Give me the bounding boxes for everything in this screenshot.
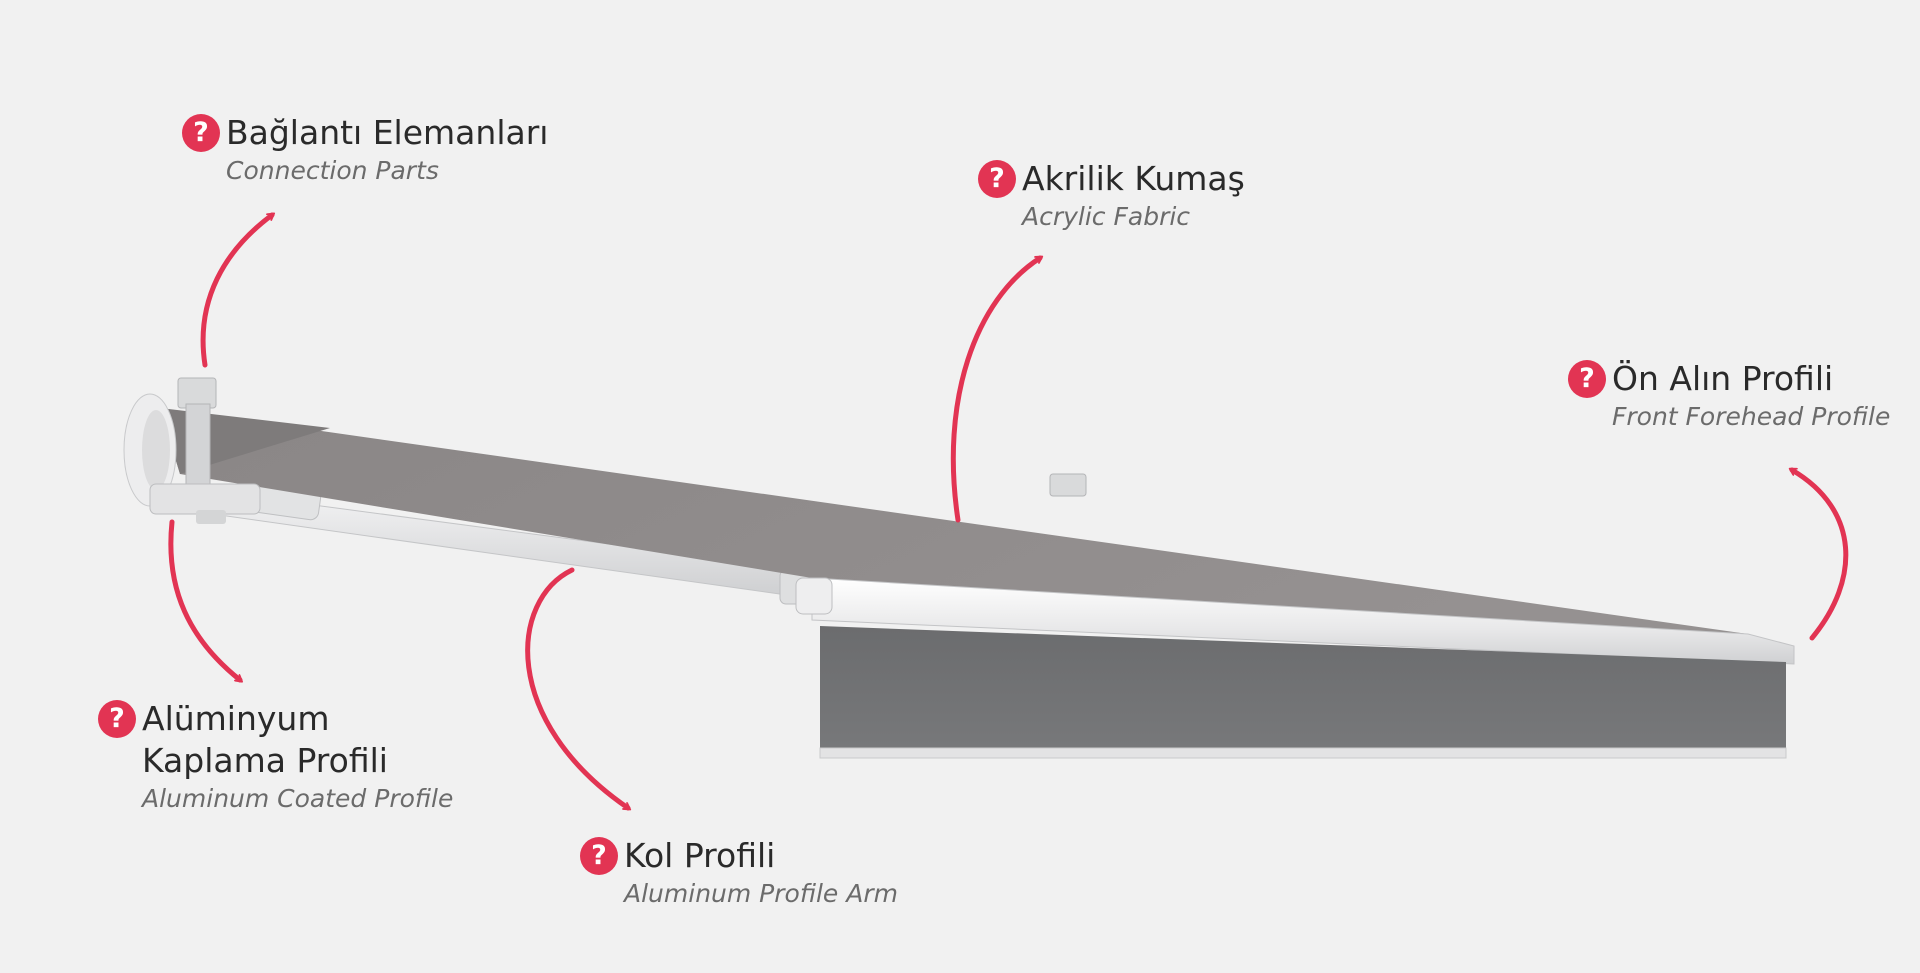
callout-front-profile: ? Ön Alın Profili Front Forehead Profile <box>1568 358 1890 434</box>
acrylic-fabric <box>160 408 1748 634</box>
question-mark-icon[interactable]: ? <box>98 700 136 738</box>
arrow-front-profile <box>1788 467 1849 641</box>
callout-arm-profile: ? Kol Profili Aluminum Profile Arm <box>580 835 898 911</box>
arrow-connection-parts <box>200 212 276 368</box>
callout-title: Bağlantı Elemanları <box>226 113 549 152</box>
connection-parts <box>123 377 1087 524</box>
arrow-arm-profile <box>525 567 632 811</box>
callout-title: Kol Profili <box>624 836 776 875</box>
callout-coated-profile: ? Alüminyum Kaplama Profili Aluminum Coa… <box>98 698 453 816</box>
callout-title: Ön Alın Profili <box>1612 359 1834 398</box>
callout-subtitle: Acrylic Fabric <box>1022 202 1191 231</box>
callout-title-line1: Alüminyum <box>142 699 330 738</box>
callout-subtitle: Aluminum Coated Profile <box>142 784 454 813</box>
callout-acrylic-fabric: ? Akrilik Kumaş Acrylic Fabric <box>978 158 1245 234</box>
front-profile <box>795 577 1795 665</box>
question-mark-icon[interactable]: ? <box>580 837 618 875</box>
callout-connection-parts: ? Bağlantı Elemanları Connection Parts <box>182 112 548 188</box>
callout-subtitle: Front Forehead Profile <box>1612 402 1891 431</box>
question-mark-icon[interactable]: ? <box>978 160 1016 198</box>
question-mark-icon[interactable]: ? <box>182 114 220 152</box>
callout-title-line2: Kaplama Profili <box>142 741 388 780</box>
callout-title: Akrilik Kumaş <box>1022 159 1245 198</box>
valance <box>819 626 1787 759</box>
question-mark-icon[interactable]: ? <box>1568 360 1606 398</box>
callout-arrows <box>168 212 1849 811</box>
arrow-coated-profile <box>168 519 244 683</box>
callout-subtitle: Aluminum Profile Arm <box>624 879 898 908</box>
callout-subtitle: Connection Parts <box>226 156 439 185</box>
arrow-acrylic-fabric <box>950 255 1044 523</box>
